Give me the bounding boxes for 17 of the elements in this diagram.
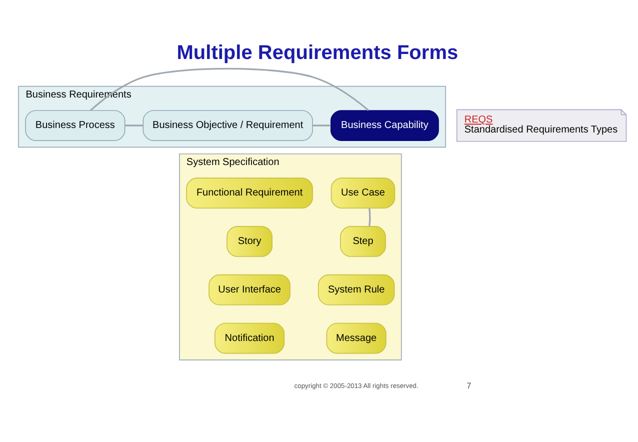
- connector: [90, 68, 370, 112]
- node-box: System Rule: [318, 274, 395, 306]
- node-box: Business Capability: [330, 110, 439, 141]
- node-box: Business Objective / Requirement: [142, 110, 313, 141]
- node-box: Step: [340, 226, 386, 257]
- connector: [368, 208, 371, 227]
- connector: [312, 124, 331, 126]
- node-box: Functional Requirement: [186, 178, 313, 209]
- node-box: User Interface: [208, 274, 290, 306]
- node-box: Notification: [214, 322, 285, 354]
- label: 7: [466, 380, 472, 391]
- node-box: Use Case: [330, 178, 396, 209]
- node-box: Business Process: [25, 110, 126, 141]
- connector: [124, 124, 144, 126]
- node-box: Message: [326, 322, 386, 354]
- diagram-title: Multiple Requirements Forms: [176, 42, 458, 64]
- node-box: Story: [226, 226, 272, 257]
